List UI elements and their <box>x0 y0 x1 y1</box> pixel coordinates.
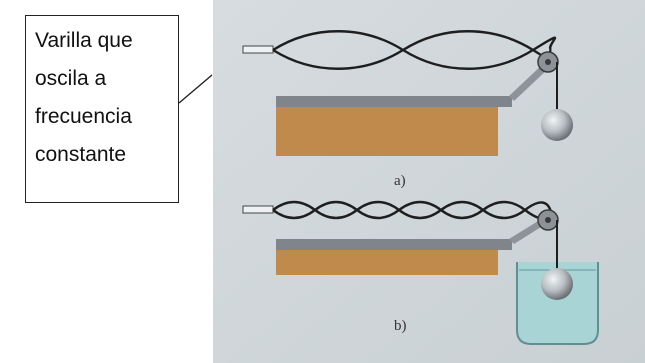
caption-a: a) <box>394 173 406 189</box>
submerged-mass-b <box>541 268 573 300</box>
hanging-mass-a <box>541 109 573 141</box>
table-bar-b <box>276 239 512 250</box>
pulley-axle-b <box>545 217 551 223</box>
caption-b: b) <box>394 318 407 334</box>
callout-box: Varilla que oscila a frecuencia constant… <box>25 15 179 203</box>
callout-line-3: frecuencia <box>35 105 132 128</box>
standing-waves-figure: a) b) <box>213 0 645 363</box>
string-b-mirror <box>272 200 553 220</box>
vibrating-rod-a <box>242 45 274 54</box>
string-b <box>272 200 553 220</box>
string-a <box>272 30 557 70</box>
panel-a: a) <box>242 30 573 189</box>
callout-line-2: oscila a <box>35 67 107 90</box>
wood-support-a <box>276 101 498 156</box>
table-bar-a <box>276 96 512 107</box>
callout-line-1: Varilla que <box>35 29 133 52</box>
pulley-axle-a <box>545 59 551 65</box>
water-beaker <box>516 262 599 345</box>
panel-b: b) <box>242 200 599 345</box>
vibrating-rod-b <box>242 205 274 214</box>
callout-line-4: constante <box>35 143 127 166</box>
pulley-bracket-a <box>509 64 549 101</box>
